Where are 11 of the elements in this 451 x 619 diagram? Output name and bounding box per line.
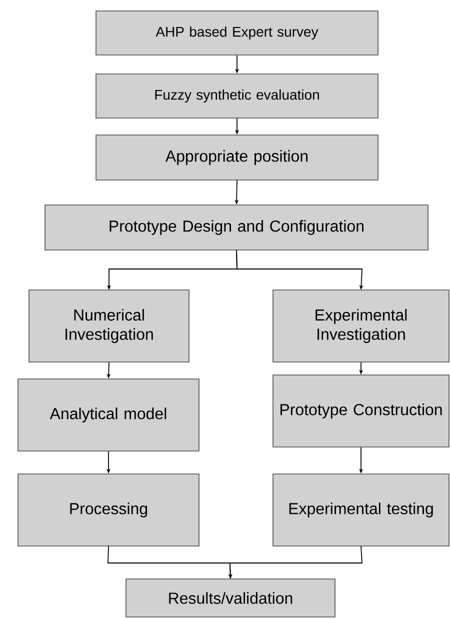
process-box: Numerical Investigation [28,290,190,362]
process-box: Results/validation [126,578,336,618]
process-box: Fuzzy synthetic evaluation [96,74,378,118]
process-box: AHP based Expert survey [96,10,378,56]
process-box: Prototype Design and Configuration [44,204,428,250]
process-box: Experimental testing [272,474,450,546]
process-box: Experimental Investigation [272,290,450,362]
process-box: Appropriate position [96,134,378,180]
process-box: Analytical model [18,378,200,452]
process-box: Processing [18,474,200,546]
process-box: Prototype Construction [272,374,450,448]
